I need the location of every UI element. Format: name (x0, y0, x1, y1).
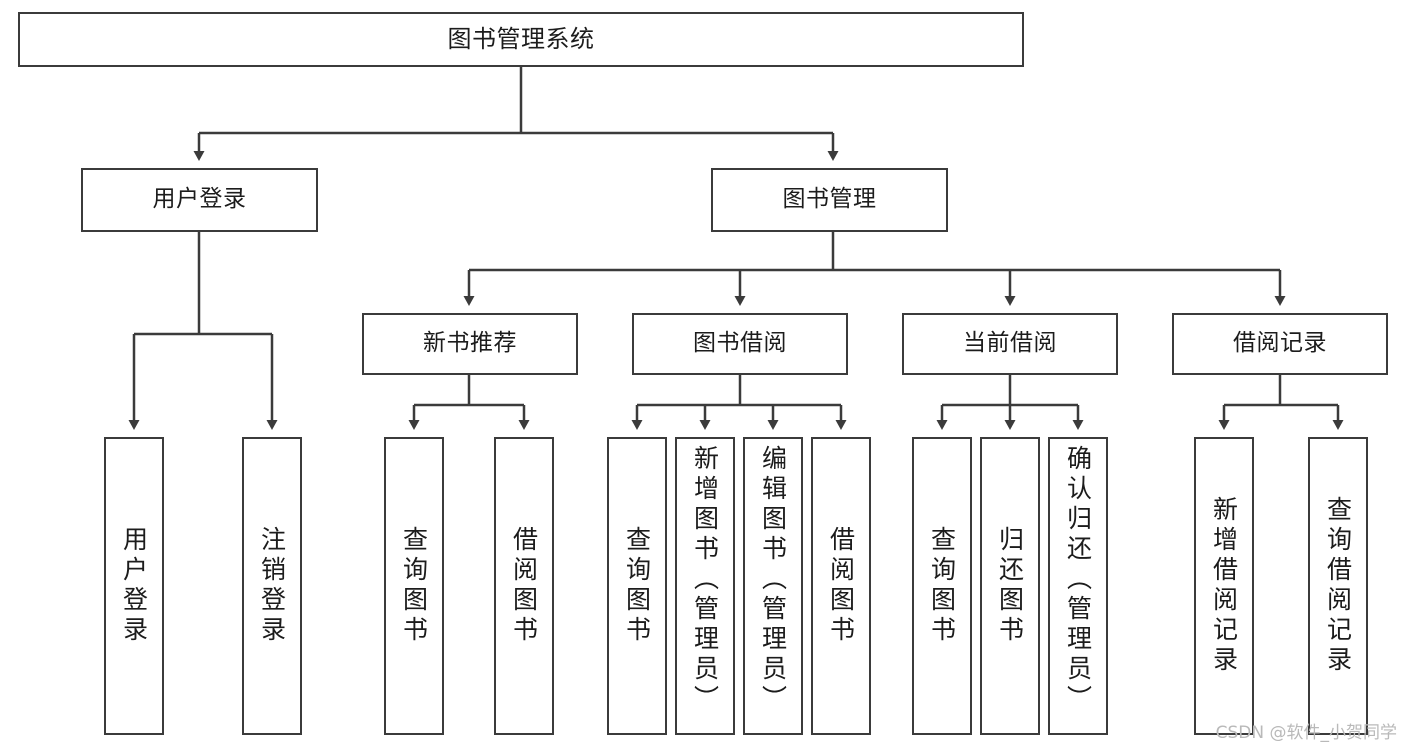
leaf-book-borrow-add-book-admin[interactable]: 新增图书（管理员） (675, 437, 735, 735)
node-label: 新增借阅记录 (1209, 496, 1239, 676)
node-label: 新书推荐 (423, 330, 517, 357)
leaf-current-borrow-confirm-return-admin[interactable]: 确认归还（管理员） (1048, 437, 1108, 735)
node-label: 注销登录 (257, 526, 287, 646)
node-label: 查询图书 (622, 526, 652, 646)
watermark-text: CSDN @软件_小贺同学 (1215, 723, 1397, 743)
leaf-borrow-record-query-record[interactable]: 查询借阅记录 (1308, 437, 1368, 735)
node-label: 图书借阅 (693, 330, 787, 357)
node-label: 编辑图书（管理员） (758, 445, 788, 715)
node-label: 借阅记录 (1233, 330, 1327, 357)
node-label: 查询图书 (927, 526, 957, 646)
node-book-management[interactable]: 图书管理 (711, 168, 948, 232)
leaf-book-borrow-query-book[interactable]: 查询图书 (607, 437, 667, 735)
node-label: 归还图书 (995, 526, 1025, 646)
node-borrow-record[interactable]: 借阅记录 (1172, 313, 1388, 375)
leaf-user-login-logout[interactable]: 注销登录 (242, 437, 302, 735)
node-new-book-recommend[interactable]: 新书推荐 (362, 313, 578, 375)
leaf-borrow-record-add-record[interactable]: 新增借阅记录 (1194, 437, 1254, 735)
node-label: 借阅图书 (509, 526, 539, 646)
node-label: 查询图书 (399, 526, 429, 646)
node-label: 用户登录 (119, 526, 149, 646)
node-label: 图书管理系统 (447, 25, 595, 54)
node-label: 借阅图书 (826, 526, 856, 646)
node-user-login[interactable]: 用户登录 (81, 168, 318, 232)
leaf-book-borrow-edit-book-admin[interactable]: 编辑图书（管理员） (743, 437, 803, 735)
node-label: 当前借阅 (963, 330, 1057, 357)
leaf-current-borrow-query-book[interactable]: 查询图书 (912, 437, 972, 735)
leaf-current-borrow-return-book[interactable]: 归还图书 (980, 437, 1040, 735)
node-label: 查询借阅记录 (1323, 496, 1353, 676)
node-label: 确认归还（管理员） (1063, 445, 1093, 715)
leaf-new-book-query-book[interactable]: 查询图书 (384, 437, 444, 735)
leaf-new-book-borrow-book[interactable]: 借阅图书 (494, 437, 554, 735)
node-root-book-management-system[interactable]: 图书管理系统 (18, 12, 1024, 67)
leaf-book-borrow-borrow-book[interactable]: 借阅图书 (811, 437, 871, 735)
leaf-user-login-login[interactable]: 用户登录 (104, 437, 164, 735)
node-label: 用户登录 (152, 186, 247, 213)
node-label: 新增图书（管理员） (690, 445, 720, 715)
node-book-borrow[interactable]: 图书借阅 (632, 313, 848, 375)
node-label: 图书管理 (782, 186, 877, 213)
node-current-borrow[interactable]: 当前借阅 (902, 313, 1118, 375)
